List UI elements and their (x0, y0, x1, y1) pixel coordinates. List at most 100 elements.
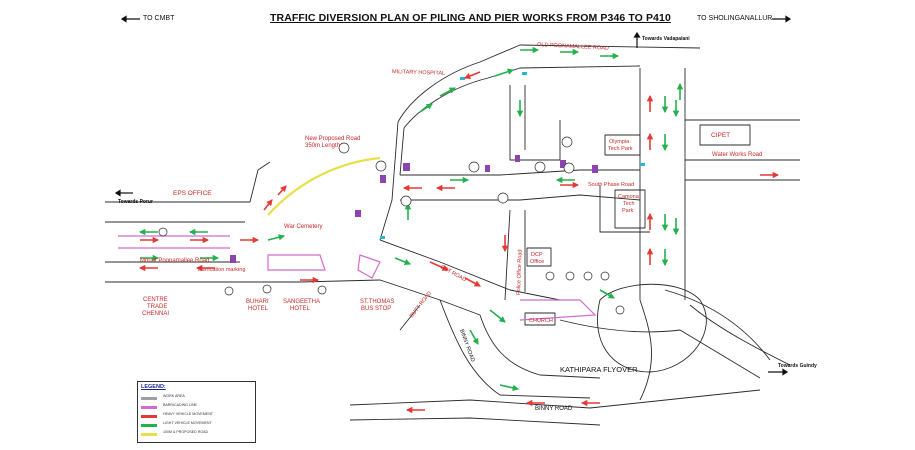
label-olympia-1: Olympia (609, 139, 630, 145)
building-church (524, 312, 556, 326)
heavy-arrow (277, 185, 287, 196)
label-butt-road: BUTT ROAD (409, 291, 433, 320)
road-edge-curve-inner (403, 65, 641, 129)
building-cipet (699, 124, 751, 146)
work-area-4 (515, 155, 520, 162)
label-new-proposed-road: New Proposed Road (305, 136, 360, 142)
legend-text: HEAVY VEHICLE MOVEMENT (163, 412, 213, 416)
work-area-6 (592, 165, 598, 173)
building-camona (614, 189, 646, 229)
label-kathipara-flyover: KATHIPARA FLYOVER (560, 365, 638, 374)
flyover-loop-1 (597, 283, 707, 373)
flyover-ramp-2 (639, 299, 652, 401)
work-area-8 (355, 210, 361, 217)
legend-row-light: LIGHT VEHICLE MOVEMENT (141, 421, 253, 429)
right-direction-label: TO SHOLINGANALLUR (697, 15, 773, 22)
road-edge-central-top (400, 169, 640, 176)
road-edge-curve-outer (397, 44, 701, 123)
light-arrow (494, 68, 515, 77)
legend-text: WORK AREA (163, 394, 185, 398)
label-south-phase-road: South Phase Road (588, 182, 634, 188)
label-war-cemetery: War Cemetery (284, 224, 322, 230)
signal-4 (640, 163, 645, 166)
marker (400, 195, 412, 207)
road-edge-binny-curve-outer (439, 299, 591, 399)
marker (534, 161, 546, 173)
left-direction-label: TO CMBT (143, 15, 175, 22)
work-area-1 (380, 175, 386, 183)
road-edge-mount-road-top (105, 161, 271, 203)
label-cipet: CIPET (711, 132, 730, 139)
marker (497, 192, 509, 204)
marker (545, 271, 555, 281)
right-direction-arrowhead (785, 15, 792, 23)
signal-3 (380, 236, 385, 239)
label-centre-trade-chennai-1: CENTRE (143, 297, 168, 303)
label-sangeetha-hotel-2: HOTEL (290, 306, 311, 312)
label-binny-road-bottom: BINNY ROAD (535, 406, 573, 412)
label-dcp-office-1: DCP (531, 252, 543, 258)
road-edge-military-right (399, 127, 405, 176)
work-area-2 (403, 163, 410, 171)
section-markers (158, 136, 625, 315)
marker (468, 161, 480, 173)
road-edge-police-l (504, 209, 511, 301)
label-military-hospital: MILITARY HOSPITAL (392, 69, 445, 77)
marker (615, 305, 625, 315)
light-arrow (469, 329, 479, 345)
road-edge-binny-curve-inner (479, 314, 601, 379)
light-arrow (439, 87, 456, 97)
label-towards-vadapalani: Towards Vadapalani (642, 36, 690, 42)
light-vehicle-arrows (138, 46, 684, 391)
legend-title: LEGEND: (141, 384, 166, 390)
label-centre-trade-chennai-3: CHENNAI (142, 311, 169, 317)
marker (338, 142, 350, 154)
label-new-proposed-length: 350m Length (305, 143, 340, 149)
signal-2 (522, 72, 527, 75)
label-dcp-office-2: Office (530, 259, 544, 265)
barricade-hotel-left (267, 254, 326, 271)
left-direction-arrowhead (120, 15, 127, 23)
label-eps-office: EPS OFFICE (173, 190, 212, 197)
legend-text: BARRICADING LINE (163, 403, 197, 407)
work-area-3 (485, 165, 490, 172)
label-old-poonamallee-road: OLD POONAMALLEE ROAD (537, 42, 609, 52)
road-edge-olympia-block (509, 85, 561, 161)
heavy-arrow (464, 71, 481, 79)
work-area-7 (230, 255, 236, 263)
building-olympia (604, 134, 641, 156)
marker (563, 162, 575, 174)
road-edge-camona (599, 185, 650, 233)
road-edge-military-left (379, 121, 399, 241)
legend-box: LEGEND: WORK AREA BARRICADING LINE HEAVY… (137, 381, 256, 443)
flyover-ramp-1 (559, 319, 761, 379)
legend-row-heavy: HEAVY VEHICLE MOVEMENT (141, 412, 253, 420)
header-arrows (114, 15, 792, 376)
marker (600, 271, 610, 281)
marker (224, 286, 234, 296)
label-camona-2: Tech (623, 201, 635, 207)
barricading-lines (118, 235, 597, 321)
page-title: TRAFFIC DIVERSION PLAN OF PILING AND PIE… (270, 12, 671, 24)
light-arrow (499, 384, 520, 391)
legend-text: LIGHT VEHICLE MOVEMENT (163, 421, 212, 425)
marker (561, 136, 573, 148)
legend-swatch (141, 406, 157, 409)
work-areas (230, 155, 598, 263)
work-area-5 (560, 160, 566, 168)
marker (317, 285, 327, 295)
building-dcp (526, 247, 552, 267)
heavy-arrow (263, 199, 273, 211)
label-church: CHURCH (529, 318, 553, 324)
label-police-office-road: Police Office Road (516, 249, 524, 295)
flyover-loop-3 (689, 304, 791, 366)
heavy-vehicle-arrows (138, 71, 780, 414)
marker (158, 227, 168, 237)
label-st-thomas-1: ST.THOMAS (360, 299, 394, 305)
label-st-thomas-2: BUS STOP (361, 306, 391, 312)
proposed-road (267, 156, 381, 216)
road-edge-central-bottom (400, 194, 641, 201)
marker (583, 271, 593, 281)
